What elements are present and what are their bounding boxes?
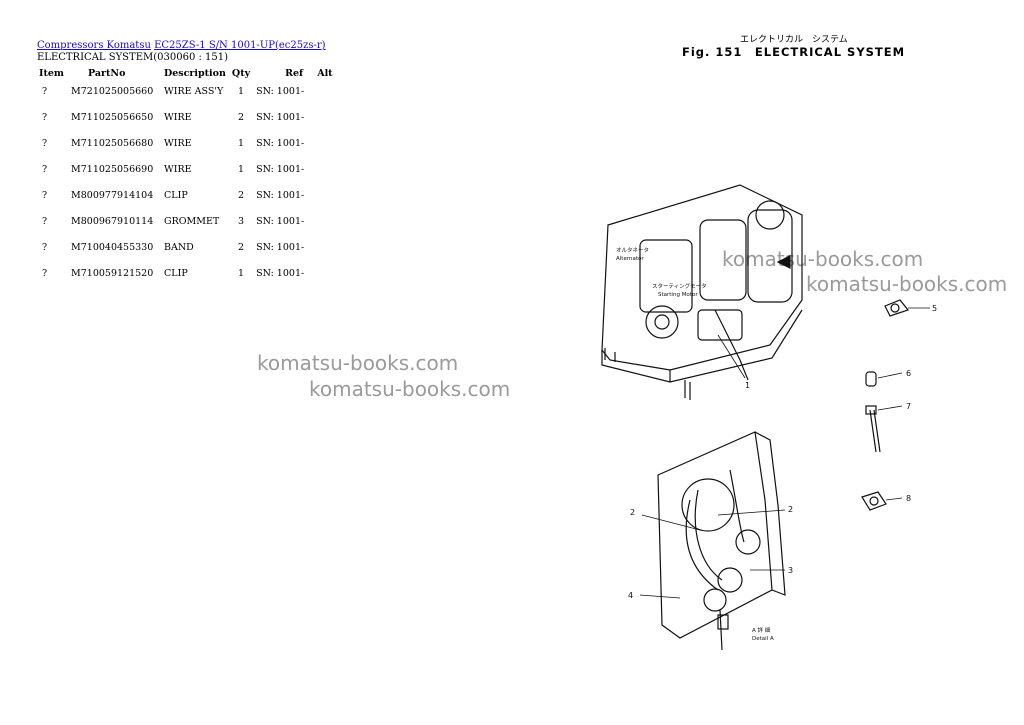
engine-assembly-drawing	[601, 184, 803, 400]
cell-description: BAND	[164, 242, 194, 253]
cell-ref: SN: 1001-	[256, 112, 305, 123]
cell-item: ?	[42, 268, 48, 279]
cell-qty: 2	[237, 112, 245, 123]
cell-description: GROMMET	[164, 216, 220, 227]
watermark: komatsu-books.com	[257, 351, 459, 375]
cell-ref: SN: 1001-	[256, 216, 305, 227]
cell-item: ?	[42, 216, 48, 227]
cell-ref: SN: 1001-	[256, 268, 305, 279]
cell-item: ?	[42, 112, 48, 123]
cell-description: CLIP	[164, 190, 188, 201]
callout-8: 8	[906, 494, 911, 503]
alternator-label: Alternator	[616, 256, 644, 262]
figure-japanese-title: エレクトリカル システム	[740, 35, 848, 45]
callout-5: 5	[932, 304, 937, 313]
cell-item: ?	[42, 242, 48, 253]
clip-part-8	[861, 491, 887, 511]
cell-qty: 1	[237, 164, 245, 175]
cell-item: ?	[42, 164, 48, 175]
section-subtitle: ELECTRICAL SYSTEM(030060 : 151)	[37, 52, 229, 63]
header-partno: PartNo	[88, 67, 126, 79]
cell-alt	[307, 262, 335, 282]
electrical-system-diagram: 1 2 2 3 4 5 6 7 8 オルタネータ Alternator スターテ…	[601, 184, 937, 651]
cell-qty: 1	[237, 268, 245, 279]
cell-ref: SN: 1001-	[256, 86, 305, 97]
callout-6: 6	[906, 369, 911, 378]
table-row: ? M710059121520 CLIP 1 SN: 1001-	[36, 262, 336, 282]
cell-partno: M710059121520	[71, 268, 154, 279]
cell-description: WIRE	[164, 112, 192, 123]
clip-part-5	[884, 299, 910, 317]
band-part-7	[865, 405, 881, 453]
header-qty: Qty	[231, 67, 251, 79]
callout-3: 3	[788, 566, 793, 575]
cell-partno: M800977914104	[71, 190, 154, 201]
cell-ref: SN: 1001-	[256, 164, 305, 175]
watermark: komatsu-books.com	[806, 272, 1008, 296]
header-ref: Ref	[285, 67, 304, 79]
table-row: ? M711025056690 WIRE 1 SN: 1001-	[36, 158, 336, 184]
cell-alt	[307, 184, 335, 210]
table-header-row: Item PartNo Description Qty Ref Alt	[36, 66, 336, 80]
callout-4: 4	[628, 591, 633, 600]
cell-description: WIRE ASS'Y	[164, 86, 224, 97]
callout-1: 1	[745, 381, 750, 390]
cell-alt	[307, 132, 335, 158]
cell-ref: SN: 1001-	[256, 242, 305, 253]
cell-alt	[307, 210, 335, 236]
table-row: ? M721025005660 WIRE ASS'Y 1 SN: 1001-	[36, 80, 336, 106]
cell-partno: M800967910114	[71, 216, 154, 227]
cell-qty: 1	[237, 138, 245, 149]
cell-description: CLIP	[164, 268, 188, 279]
cell-partno: M711025056680	[71, 138, 154, 149]
parts-table: Item PartNo Description Qty Ref Alt ? M7…	[36, 66, 336, 282]
table-row: ? M711025056650 WIRE 2 SN: 1001-	[36, 106, 336, 132]
cell-partno: M710040455330	[71, 242, 154, 253]
header-alt: Alt	[317, 67, 333, 79]
grommet-part-6	[865, 371, 877, 387]
cell-partno: M711025056650	[71, 112, 154, 123]
cell-alt	[307, 80, 335, 106]
watermark: komatsu-books.com	[722, 247, 924, 271]
alternator-label-jp: オルタネータ	[616, 246, 649, 254]
starting-motor-label-jp: スターティングモータ	[652, 282, 707, 290]
cell-qty: 1	[237, 86, 245, 97]
cell-ref: SN: 1001-	[256, 138, 305, 149]
breadcrumb-link-category[interactable]: Compressors Komatsu	[37, 40, 151, 51]
starting-motor-label: Starting Motor	[658, 292, 698, 298]
cell-partno: M721025005660	[71, 86, 154, 97]
cell-qty: 2	[237, 242, 245, 253]
header-description: Description	[164, 67, 226, 79]
figure-title: Fig. 151 ELECTRICAL SYSTEM	[682, 45, 906, 59]
watermark: komatsu-books.com	[309, 377, 511, 401]
table-row: ? M800977914104 CLIP 2 SN: 1001-	[36, 184, 336, 210]
callout-2: 2	[788, 505, 793, 514]
table-row: ? M711025056680 WIRE 1 SN: 1001-	[36, 132, 336, 158]
detail-a-drawing	[657, 431, 786, 651]
cell-ref: SN: 1001-	[256, 190, 305, 201]
cell-description: WIRE	[164, 164, 192, 175]
table-row: ? M800967910114 GROMMET 3 SN: 1001-	[36, 210, 336, 236]
cell-item: ?	[42, 138, 48, 149]
cell-alt	[307, 158, 335, 184]
cell-item: ?	[42, 86, 48, 97]
cell-partno: M711025056690	[71, 164, 154, 175]
callout-2: 2	[630, 508, 635, 517]
breadcrumb-link-model[interactable]: EC25ZS-1 S/N 1001-UP(ec25zs-r)	[154, 40, 326, 51]
cell-alt	[307, 236, 335, 262]
header-item: Item	[39, 67, 64, 79]
detail-label-jp: A 詳 細	[752, 626, 771, 634]
breadcrumb: Compressors Komatsu EC25ZS-1 S/N 1001-UP…	[37, 40, 326, 51]
cell-qty: 2	[237, 190, 245, 201]
detail-label: Detail A	[752, 636, 774, 642]
cell-alt	[307, 106, 335, 132]
table-row: ? M710040455330 BAND 2 SN: 1001-	[36, 236, 336, 262]
callout-7: 7	[906, 402, 911, 411]
cell-qty: 3	[237, 216, 245, 227]
cell-description: WIRE	[164, 138, 192, 149]
cell-item: ?	[42, 190, 48, 201]
